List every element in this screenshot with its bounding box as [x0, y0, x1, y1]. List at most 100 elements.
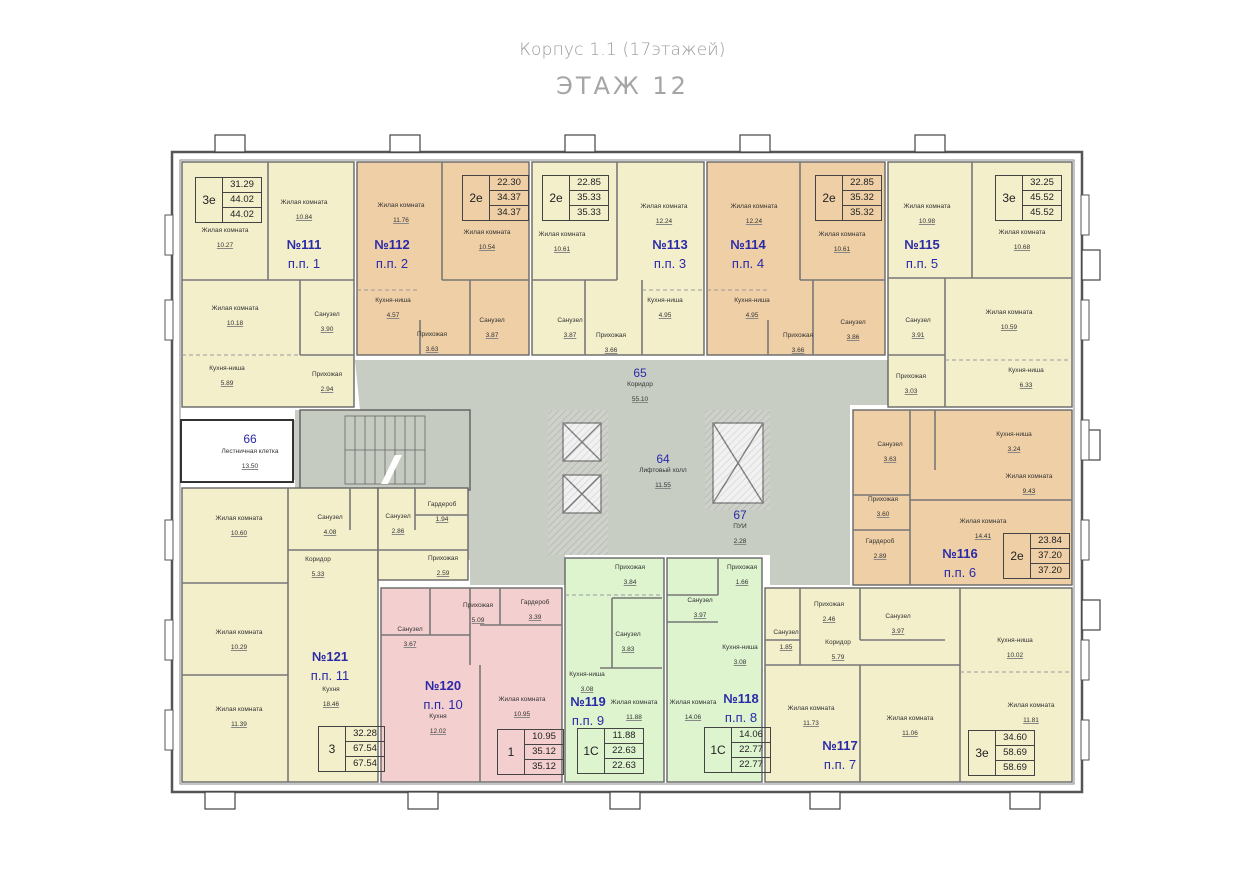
apartment-fills [181, 161, 1073, 783]
apartment-112-spec: 2е 22.30 34.37 34.37 [462, 175, 529, 221]
living-area: 22.85 [843, 176, 881, 191]
living-area: 22.30 [490, 176, 528, 191]
total-area-2: 44.02 [230, 209, 254, 220]
total-area-2: 22.77 [739, 759, 763, 770]
total-area-2: 45.52 [1030, 207, 1054, 218]
living-area: 10.95 [525, 730, 563, 745]
apartment-120-spec: 1 10.95 35.12 35.12 [497, 729, 564, 775]
living-area: 34.60 [996, 731, 1034, 746]
total-area: 45.52 [1023, 191, 1061, 206]
room-number: 67 [733, 508, 747, 522]
total-area: 44.02 [223, 193, 261, 208]
total-area-2: 35.33 [577, 207, 601, 218]
total-area: 35.12 [525, 745, 563, 760]
total-area: 35.33 [570, 191, 608, 206]
apartment-118-spec: 1С 14.06 22.77 22.77 [704, 727, 771, 773]
apartment-type: 2е [543, 176, 570, 220]
living-area: 11.88 [605, 729, 643, 744]
apartment-type: 1 [498, 730, 525, 774]
apartment-type: 1С [578, 729, 605, 773]
apartment-type: 3е [969, 731, 996, 775]
apartment-type: 3е [996, 176, 1023, 220]
total-area: 22.63 [605, 744, 643, 759]
total-area: 35.32 [843, 191, 881, 206]
apartment-116-spec: 2е 23.84 37.20 37.20 [1003, 533, 1070, 579]
stair-flights [344, 415, 426, 485]
apartment-111-spec: 3е 31.29 44.02 44.02 [195, 177, 262, 223]
apartment-119-spec: 1С 11.88 22.63 22.63 [577, 728, 644, 774]
apartment-type: 3е [196, 178, 223, 222]
living-area: 32.25 [1023, 176, 1061, 191]
windows [164, 194, 1090, 761]
apartment-type: 2е [463, 176, 490, 220]
living-area: 14.06 [732, 728, 770, 743]
total-area: 22.77 [732, 743, 770, 758]
total-area: 34.37 [490, 191, 528, 206]
apartment-type: 1С [705, 728, 732, 772]
total-area-2: 35.12 [532, 761, 556, 772]
total-area-2: 22.63 [612, 760, 636, 771]
total-area-2: 35.32 [850, 207, 874, 218]
room-number: 66 [243, 432, 257, 446]
partitions [182, 162, 1072, 782]
total-area: 37.20 [1031, 549, 1069, 564]
living-area: 32.28 [346, 727, 384, 742]
kitchen-niche-dashes [182, 289, 1072, 673]
apartment-type: 2е [816, 176, 843, 220]
total-area-2: 34.37 [497, 207, 521, 218]
apartment-type: 2е [1004, 534, 1031, 578]
apartment-type: 3 [319, 727, 346, 771]
